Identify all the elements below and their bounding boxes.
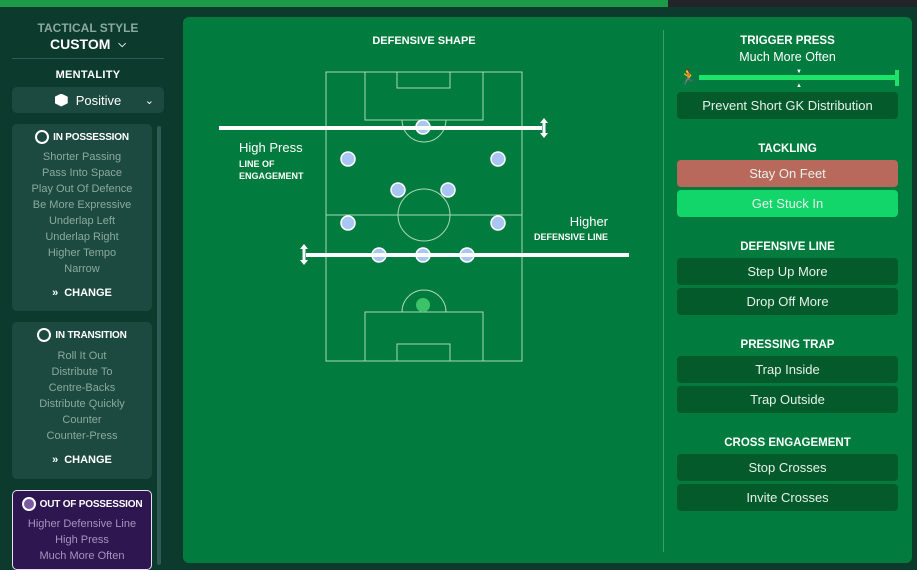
list-item: Higher Tempo (47, 247, 117, 259)
mentality-dropdown[interactable]: Positive ⌄ (12, 87, 164, 113)
pitch-lines (325, 71, 523, 362)
drop-off-more-button[interactable]: Drop Off More (677, 288, 898, 315)
divider (12, 58, 164, 59)
defensive-shape-title: DEFENSIVE SHAPE (372, 35, 476, 47)
prevent-short-gk-button[interactable]: Prevent Short GK Distribution (677, 92, 898, 119)
list-item: Underlap Right (45, 231, 119, 243)
list-item: Much More Often (39, 550, 125, 562)
top-bar (0, 0, 668, 7)
list-item: High Press (55, 534, 109, 546)
mentality-icon (54, 93, 68, 107)
list-item: Roll It Out (57, 350, 107, 362)
press-value: High Press (239, 140, 303, 155)
list-item: Shorter Passing (42, 151, 122, 163)
card-title: OUT OF POSSESSION (39, 498, 143, 510)
midpoint-marker: ▼▲ (796, 69, 802, 89)
press-label: LINE OF ENGAGEMENT (239, 159, 304, 181)
defensive-line-title: DEFENSIVE LINE (740, 241, 835, 253)
step-up-more-button[interactable]: Step Up More (677, 258, 898, 285)
trigger-press-slider[interactable] (699, 75, 898, 80)
goalkeeper-marker[interactable] (416, 298, 430, 312)
tactical-style-dropdown[interactable]: CUSTOM ⌵ (0, 36, 176, 54)
panel-divider (663, 30, 664, 552)
pressing-trap-title: PRESSING TRAP (740, 339, 835, 351)
player-marker[interactable] (340, 151, 356, 167)
line-of-engagement (219, 126, 542, 130)
list-item: Narrow (64, 263, 100, 275)
cross-engagement-title: CROSS ENGAGEMENT (724, 437, 851, 449)
in-possession-card[interactable]: IN POSSESSION Shorter Passing Pass Into … (12, 124, 152, 311)
player-marker[interactable] (340, 215, 356, 231)
tackling-title: TACKLING (758, 143, 817, 155)
player-marker[interactable] (390, 182, 406, 198)
chevron-down-icon: ⌄ (144, 94, 154, 107)
tactical-style-label: TACTICAL STYLE (37, 21, 139, 35)
line-value: Higher (569, 214, 608, 229)
trigger-press-value: Much More Often (739, 50, 836, 64)
get-stuck-in-button[interactable]: Get Stuck In (677, 190, 898, 217)
double-chevron-icon: » (52, 454, 59, 466)
top-bar-dark (668, 0, 917, 7)
stop-crosses-button[interactable]: Stop Crosses (677, 454, 898, 481)
list-item: Centre-Backs (48, 382, 116, 394)
invite-crosses-button[interactable]: Invite Crosses (677, 484, 898, 511)
list-item: Underlap Left (48, 215, 116, 227)
list-item: Higher Defensive Line (27, 518, 137, 530)
drag-handle-icon[interactable] (540, 118, 548, 138)
in-transition-card[interactable]: IN TRANSITION Roll It Out Distribute To … (12, 322, 152, 479)
list-item: Play Out Of Defence (31, 183, 133, 195)
double-chevron-icon: » (52, 287, 59, 299)
trap-outside-button[interactable]: Trap Outside (677, 386, 898, 413)
slider-handle[interactable] (895, 70, 899, 86)
drag-handle-icon[interactable] (300, 244, 308, 265)
trap-inside-button[interactable]: Trap Inside (677, 356, 898, 383)
trigger-press-title: TRIGGER PRESS (740, 35, 835, 47)
ball-icon (35, 130, 50, 144)
running-icon: 🏃 (679, 69, 698, 86)
list-item: Counter-Press (46, 430, 118, 442)
stay-on-feet-button[interactable]: Stay On Feet (677, 160, 898, 187)
line-label: DEFENSIVE LINE (533, 232, 608, 242)
player-marker[interactable] (490, 151, 506, 167)
defensive-line (306, 253, 629, 257)
transition-icon (37, 328, 52, 342)
player-marker[interactable] (490, 215, 506, 231)
scrollbar[interactable] (157, 126, 161, 565)
tactical-style-value: CUSTOM (49, 36, 111, 52)
card-title: IN POSSESSION (53, 131, 129, 143)
list-item: Counter (62, 414, 102, 426)
mentality-value: Positive (75, 92, 122, 108)
card-title: IN TRANSITION (55, 329, 127, 341)
list-item: Distribute Quickly (39, 398, 125, 410)
out-of-possession-card[interactable]: OUT OF POSSESSION Higher Defensive Line … (12, 490, 152, 570)
list-item: Be More Expressive (32, 199, 132, 211)
change-label: CHANGE (64, 287, 112, 299)
change-button[interactable]: » CHANGE (12, 454, 152, 466)
list-item: Distribute To (51, 366, 113, 378)
list-item: Pass Into Space (41, 167, 123, 179)
chevron-down-icon: ⌵ (118, 39, 126, 50)
mentality-label: MENTALITY (55, 69, 121, 81)
player-marker[interactable] (440, 182, 456, 198)
change-button[interactable]: » CHANGE (12, 287, 152, 299)
change-label: CHANGE (64, 454, 112, 466)
out-of-possession-icon (21, 497, 36, 511)
